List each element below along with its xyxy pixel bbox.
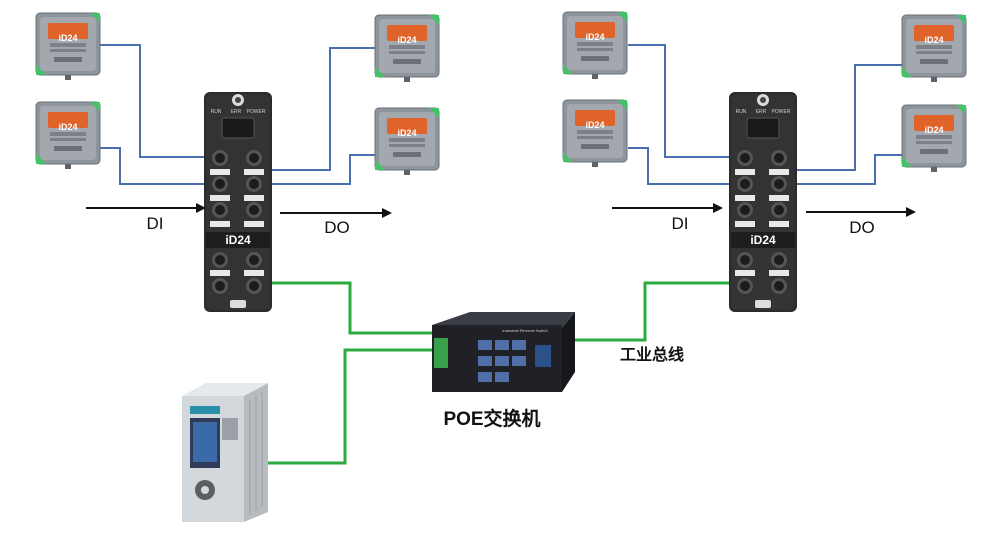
signal-wires xyxy=(100,44,902,185)
io-status-label: ERR xyxy=(231,109,242,115)
bus-wire xyxy=(271,281,435,335)
signal-wire xyxy=(628,44,730,158)
arrowhead xyxy=(713,203,723,213)
di-label-right: DI xyxy=(672,214,689,233)
sensor-brand: iD24 xyxy=(924,35,943,45)
arrowhead xyxy=(196,203,206,213)
sensor-mid-left-b xyxy=(562,99,628,168)
bus-wire xyxy=(258,348,435,465)
io-module-right xyxy=(728,91,798,313)
switch-brand: Industrial Ethernet Switch xyxy=(502,328,547,333)
do-label-right: DO xyxy=(849,218,875,237)
signal-wire xyxy=(271,47,375,171)
io-brand: iD24 xyxy=(225,233,251,247)
signal-wire xyxy=(100,147,205,185)
sensor-mid-right-b xyxy=(901,104,967,173)
sensor-brand: iD24 xyxy=(58,122,77,132)
signal-wire xyxy=(100,44,205,158)
io-status-label: POWER xyxy=(772,109,791,115)
signal-wire xyxy=(628,147,730,185)
signal-wire xyxy=(271,154,375,185)
plc-controller xyxy=(182,383,268,522)
sensor-top-right-a xyxy=(374,14,440,83)
switch-label: POE交换机 xyxy=(443,407,540,430)
bus-wire xyxy=(562,281,730,342)
sensor-brand: iD24 xyxy=(585,120,604,130)
sensor-mid-right-a xyxy=(374,107,440,176)
io-status-label: ERR xyxy=(756,109,767,115)
signal-wire xyxy=(795,64,902,171)
do-label-left: DO xyxy=(324,218,350,237)
bus-label: 工业总线 xyxy=(620,345,684,364)
sensor-top-right-b xyxy=(901,14,967,83)
sensor-brand: iD24 xyxy=(585,32,604,42)
di-label-left: DI xyxy=(147,214,164,233)
io-status-label: POWER xyxy=(247,109,266,115)
sensor-top-left-b xyxy=(562,11,628,80)
io-status-label: RUN xyxy=(211,109,222,115)
arrowhead xyxy=(906,207,916,217)
sensor-brand: iD24 xyxy=(397,128,416,138)
io-module-left xyxy=(203,91,273,313)
sensor-brand: iD24 xyxy=(397,35,416,45)
io-brand: iD24 xyxy=(750,233,776,247)
sensor-brand: iD24 xyxy=(58,33,77,43)
sensor-top-left xyxy=(35,12,101,81)
signal-wire xyxy=(795,154,902,185)
sensor-brand: iD24 xyxy=(924,125,943,135)
sensor-mid-left xyxy=(35,101,101,170)
arrowhead xyxy=(382,208,392,218)
bus-wires xyxy=(258,281,730,465)
poe-switch: Industrial Ethernet Switch xyxy=(432,312,575,392)
io-status-label: RUN xyxy=(736,109,747,115)
